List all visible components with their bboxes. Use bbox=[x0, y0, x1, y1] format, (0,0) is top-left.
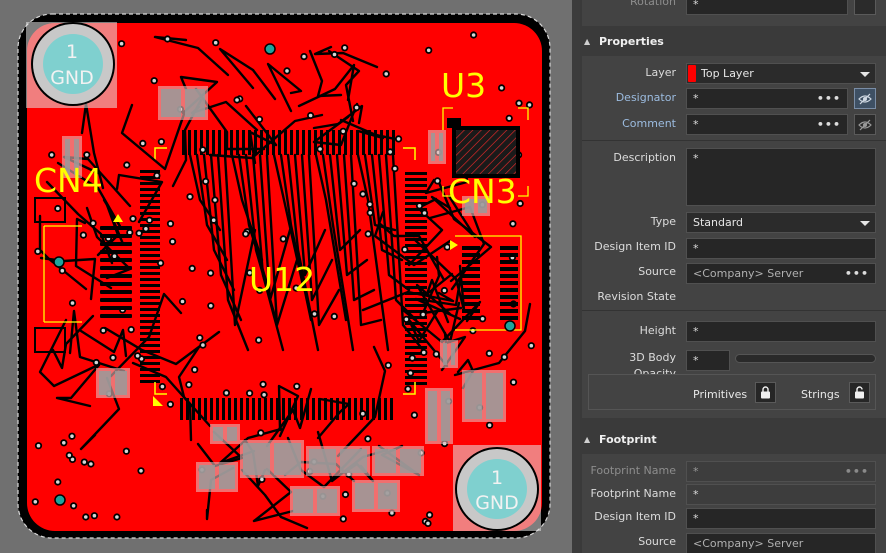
designator-more-button[interactable]: ••• bbox=[816, 92, 841, 105]
lock-icon bbox=[761, 386, 770, 399]
lock-group: Primitives Strings bbox=[588, 374, 876, 410]
designator-visibility-toggle[interactable] bbox=[854, 88, 876, 109]
designator-label: Designator bbox=[615, 91, 676, 104]
footprint-name-ro-label: Footprint Name bbox=[590, 464, 676, 477]
comment-field[interactable]: * ••• bbox=[686, 114, 848, 135]
properties-card: Layer Top Layer Designator * ••• Comment… bbox=[582, 56, 886, 418]
footprint-name-ro-field: * ••• bbox=[686, 461, 876, 482]
smd-components[interactable] bbox=[62, 86, 506, 516]
body-opacity-slider[interactable] bbox=[735, 354, 876, 363]
comment-visibility-toggle[interactable] bbox=[854, 114, 876, 135]
body-opacity-field[interactable]: * bbox=[686, 350, 730, 371]
layer-value: Top Layer bbox=[701, 67, 754, 80]
copper-traces bbox=[38, 35, 532, 530]
footprint-design-item-id-label: Design Item ID bbox=[594, 510, 676, 523]
primitives-label: Primitives bbox=[693, 388, 748, 401]
type-label: Type bbox=[650, 215, 676, 228]
cn3-footprint[interactable] bbox=[450, 235, 522, 331]
footprint-source-field[interactable]: <Company> Server bbox=[686, 533, 876, 553]
fiducial-bottom bbox=[54, 494, 66, 506]
pcb-board[interactable]: 1 GND 1 GND CN4 U3 CN3 U12 bbox=[0, 0, 572, 553]
fiducial-left bbox=[53, 256, 65, 268]
revision-state-label: Revision State bbox=[597, 290, 676, 303]
strings-lock-button[interactable] bbox=[849, 382, 870, 403]
designator-u3[interactable]: U3 bbox=[441, 66, 486, 105]
footprint-name-field[interactable]: * bbox=[686, 484, 876, 505]
chevron-down-icon bbox=[860, 72, 870, 77]
footprint-name-ro-value: * bbox=[693, 465, 699, 478]
comment-label: Comment bbox=[622, 117, 676, 130]
collapse-triangle-icon: ▲ bbox=[584, 434, 591, 444]
pad-number-top-left: 1 bbox=[66, 41, 78, 63]
cn4-footprint[interactable] bbox=[34, 197, 132, 353]
height-label: Height bbox=[639, 324, 676, 337]
unlock-icon bbox=[855, 386, 864, 399]
pad-number-bottom-right: 1 bbox=[491, 467, 503, 489]
footprint-name-label: Footprint Name bbox=[590, 487, 676, 500]
u3-footprint[interactable] bbox=[442, 107, 529, 197]
source-value: <Company> Server bbox=[693, 267, 804, 280]
type-value: Standard bbox=[693, 216, 744, 229]
source-field[interactable]: <Company> Server ••• bbox=[686, 263, 876, 284]
strings-label: Strings bbox=[801, 388, 840, 401]
fiducial-top bbox=[264, 43, 276, 55]
primitives-lock-button[interactable] bbox=[755, 382, 776, 403]
properties-section-header[interactable]: ▲ Properties bbox=[582, 30, 886, 52]
footprint-section-header[interactable]: ▲ Footprint bbox=[582, 428, 886, 450]
eye-off-icon bbox=[858, 119, 872, 130]
rotation-label: Rotation bbox=[629, 0, 676, 8]
design-item-id-label: Design Item ID bbox=[594, 240, 676, 253]
designator-field[interactable]: * ••• bbox=[686, 88, 848, 109]
designator-value: * bbox=[693, 92, 699, 105]
source-label: Source bbox=[638, 265, 676, 278]
properties-panel: Rotation * ▲ Properties Layer Top Layer … bbox=[580, 0, 886, 553]
footprint-card: Footprint Name * ••• Footprint Name * De… bbox=[582, 454, 886, 553]
pad-net-top-left: GND bbox=[50, 67, 94, 89]
footprint-design-item-id-field[interactable]: * bbox=[686, 508, 876, 529]
layer-dropdown[interactable]: Top Layer bbox=[686, 63, 876, 84]
eye-off-icon bbox=[858, 93, 872, 104]
layer-label: Layer bbox=[645, 66, 676, 79]
comment-value: * bbox=[693, 118, 699, 131]
properties-title: Properties bbox=[599, 34, 664, 48]
footprint-title: Footprint bbox=[599, 432, 657, 446]
description-label: Description bbox=[613, 151, 676, 164]
designator-cn3[interactable]: CN3 bbox=[448, 172, 517, 211]
designator-cn4[interactable]: CN4 bbox=[34, 161, 103, 200]
rotation-row: Rotation * bbox=[582, 0, 886, 26]
u12-footprint[interactable] bbox=[140, 130, 427, 420]
footprint-source-label: Source bbox=[638, 535, 676, 548]
layer-color-swatch bbox=[688, 65, 696, 82]
pcb-canvas[interactable]: 1 GND 1 GND CN4 U3 CN3 U12 bbox=[0, 0, 572, 553]
rotation-button[interactable] bbox=[854, 0, 876, 15]
chevron-down-icon bbox=[860, 221, 870, 226]
height-field[interactable]: * bbox=[686, 321, 876, 342]
type-dropdown[interactable]: Standard bbox=[686, 212, 876, 233]
comment-more-button[interactable]: ••• bbox=[816, 118, 841, 131]
mounting-hole-bottom-right[interactable] bbox=[453, 445, 541, 531]
mounting-hole-top-left[interactable] bbox=[26, 22, 117, 108]
panel-splitter[interactable] bbox=[572, 0, 580, 553]
collapse-triangle-icon: ▲ bbox=[584, 36, 591, 46]
description-field[interactable]: * bbox=[686, 148, 876, 206]
footprint-name-more-button[interactable]: ••• bbox=[844, 465, 869, 478]
rotation-field[interactable]: * bbox=[686, 0, 848, 15]
source-more-button[interactable]: ••• bbox=[844, 267, 869, 280]
designator-u12[interactable]: U12 bbox=[249, 260, 315, 299]
fiducial-right bbox=[504, 320, 516, 332]
pad-net-bottom-right: GND bbox=[475, 492, 519, 514]
design-item-id-field[interactable]: * bbox=[686, 238, 876, 259]
